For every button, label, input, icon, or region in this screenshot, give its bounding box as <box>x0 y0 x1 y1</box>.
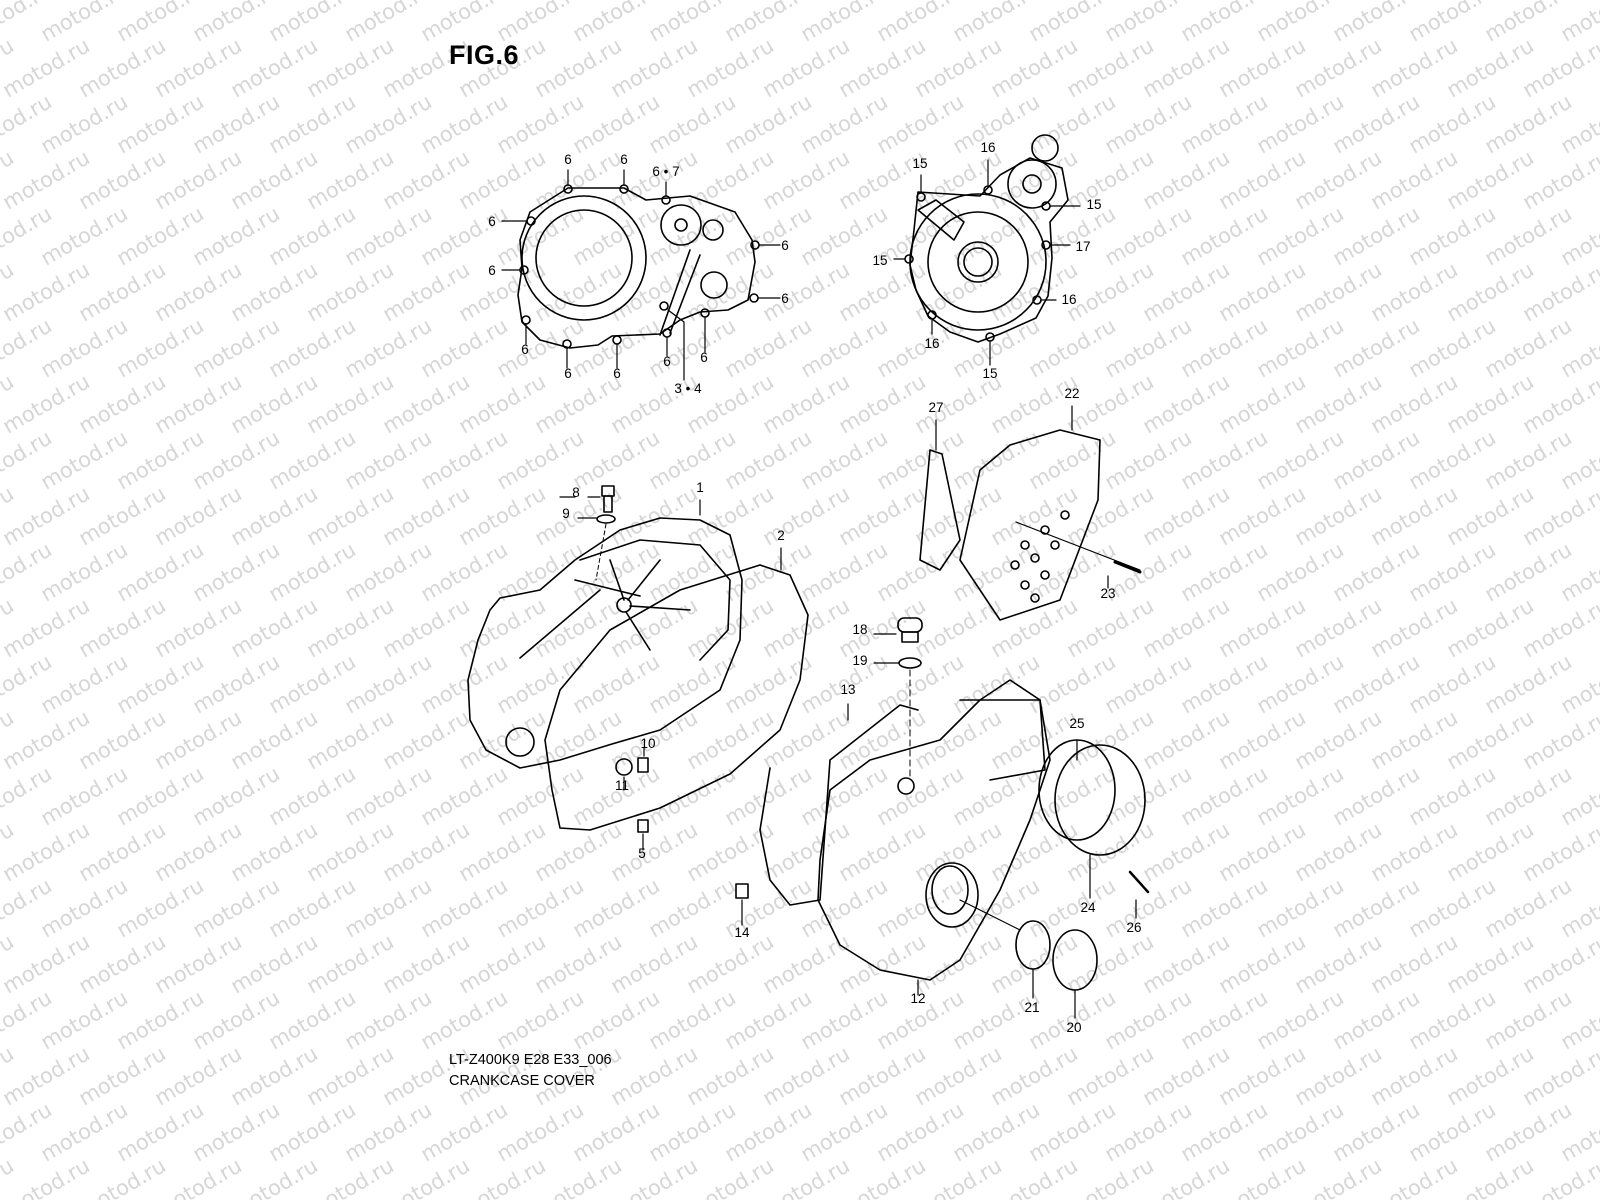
callout-11: 11 <box>615 778 629 793</box>
callout-15: 15 <box>872 253 887 268</box>
guard-holes <box>1010 510 1070 603</box>
callout-21: 21 <box>1024 1000 1039 1015</box>
dowel-part-14 <box>735 883 749 926</box>
bolt-holes <box>519 184 760 349</box>
callout-67: 6 • 7 <box>652 164 679 179</box>
gasket-part-2 <box>544 547 809 831</box>
callout-6: 6 <box>521 342 529 357</box>
callout-16: 16 <box>924 336 939 351</box>
callout-5: 5 <box>638 846 646 861</box>
callout-22: 22 <box>1064 386 1079 401</box>
magneto-cover-view <box>893 134 1081 366</box>
callout-6: 6 <box>564 152 572 167</box>
gasket-part-13 <box>759 703 919 906</box>
model-code: LT-Z400K9 E28 E33_006 <box>449 1052 612 1068</box>
callout-8: 8 <box>572 485 580 500</box>
clutch-cover-view <box>501 169 781 381</box>
callout-1: 1 <box>696 480 704 495</box>
callout-24: 24 <box>1080 900 1096 915</box>
cover-24-oring-25-bolt-26 <box>1038 739 1150 919</box>
parts-10-11-5 <box>615 747 649 851</box>
callout-6: 6 <box>488 263 496 278</box>
callout-19: 19 <box>852 653 867 668</box>
callout-6: 6 <box>620 152 628 167</box>
oring-21-cap-20 <box>959 899 1098 1019</box>
magneto-cover-part-12 <box>817 679 1051 996</box>
callout-15: 15 <box>982 366 997 381</box>
callout-16: 16 <box>1061 292 1076 307</box>
callout-34: 3 • 4 <box>674 381 702 396</box>
plug-18-washer-19 <box>873 617 923 781</box>
figure-caption: LT-Z400K9 E28 E33_006 CRANKCASE COVER <box>449 1050 612 1092</box>
callout-6: 6 <box>564 366 572 381</box>
callout-6: 6 <box>781 291 789 306</box>
guard-22-bracket-27-bolt-23 <box>919 405 1142 621</box>
callout-18: 18 <box>852 622 867 637</box>
callout-27: 27 <box>928 400 943 415</box>
callout-23: 23 <box>1100 586 1115 601</box>
callout-25: 25 <box>1069 716 1084 731</box>
callout-17: 17 <box>1075 239 1090 254</box>
figure-title: FIG.6 <box>449 40 520 70</box>
bolt-part-8 <box>587 485 615 513</box>
leader-lines <box>559 496 701 516</box>
figure-description: CRANKCASE COVER <box>449 1073 595 1089</box>
callout-2: 2 <box>777 528 785 543</box>
callout-15: 15 <box>1086 197 1101 212</box>
callout-16: 16 <box>980 140 995 155</box>
callout-14: 14 <box>734 925 750 940</box>
callout-6: 6 <box>700 350 708 365</box>
callout-12: 12 <box>910 991 925 1006</box>
callout-15: 15 <box>912 156 927 171</box>
washer-part-9 <box>577 514 616 581</box>
callout-20: 20 <box>1066 1020 1081 1035</box>
clutch-cover-part-1 <box>467 517 743 769</box>
callout-9: 9 <box>562 506 570 521</box>
callout-6: 6 <box>781 238 789 253</box>
callout-6: 6 <box>488 214 496 229</box>
callout-6: 6 <box>663 354 671 369</box>
leader-lines <box>501 169 781 381</box>
callout-26: 26 <box>1126 920 1141 935</box>
callout-13: 13 <box>840 682 855 697</box>
callout-6: 6 <box>613 366 621 381</box>
callout-10: 10 <box>640 736 655 751</box>
leader-lines <box>893 159 1081 366</box>
